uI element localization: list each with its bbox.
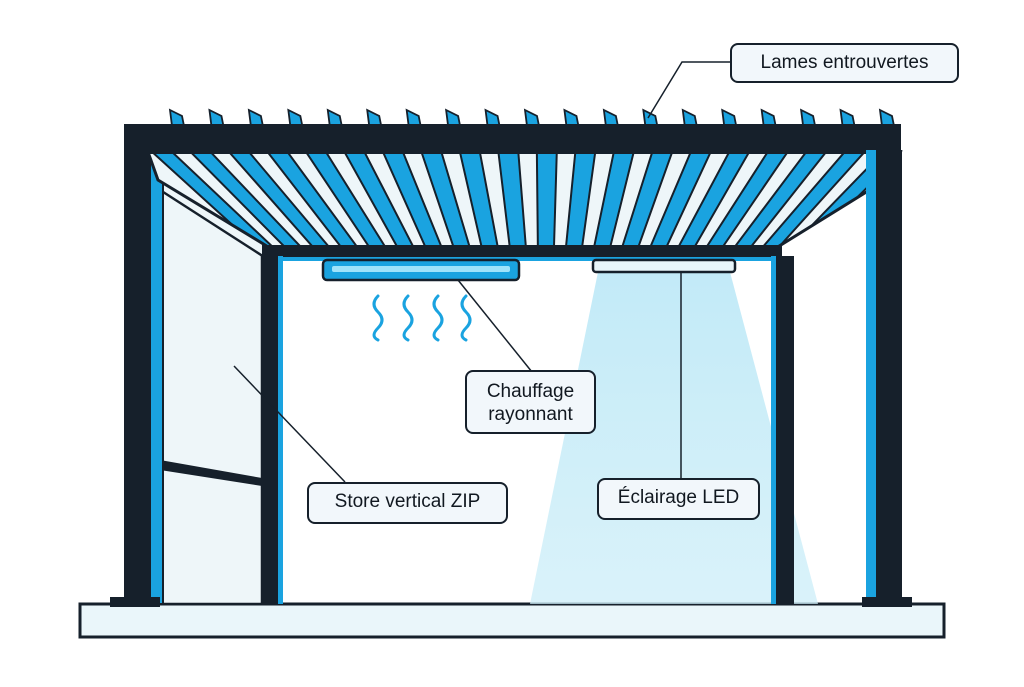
roof-slat (730, 152, 830, 248)
inner-beam (262, 245, 782, 259)
zip-vertical-blind (149, 159, 274, 606)
slat-tip (839, 108, 856, 127)
slat-tip (602, 108, 619, 127)
callout-radiant-heater: Chauffage rayonnant (465, 370, 596, 434)
callout-louvers-text: Lames entrouvertes (760, 52, 929, 73)
callout-led-text: Éclairage LED (617, 487, 740, 508)
roof-slat (458, 152, 500, 248)
callout-heater-line2: rayonnant (488, 404, 573, 425)
led-light-fixture (591, 258, 737, 274)
top-beam (124, 124, 901, 154)
slat-tip (800, 108, 817, 127)
roof-slat (592, 152, 636, 248)
slat-tip (247, 108, 264, 127)
leader-lines (233, 61, 730, 483)
slat-tip (484, 108, 501, 127)
slat-tip (721, 108, 738, 127)
roof-slat (564, 152, 597, 248)
roof-slat (186, 152, 307, 248)
slat-tip (287, 108, 304, 127)
slat-tips (168, 108, 896, 127)
radiant-heater (321, 258, 521, 282)
roof-slat (380, 152, 445, 248)
roof-slat (675, 152, 752, 248)
deck (78, 602, 946, 639)
slat-tip (523, 108, 541, 127)
roof-slat (264, 152, 362, 248)
roof-slat (341, 152, 417, 248)
slat-tip (760, 108, 777, 127)
roof-slat (647, 152, 714, 248)
led-light-beam (530, 272, 818, 604)
slat-tip (405, 108, 422, 127)
front-right-post (862, 150, 912, 607)
roof-slat (702, 152, 791, 248)
slat-tip (563, 108, 580, 127)
slat-tip (445, 108, 462, 127)
callout-louvers: Lames entrouvertes (730, 43, 959, 83)
slat-tip (366, 108, 383, 127)
slat-tip (326, 108, 343, 127)
roof-slat (497, 152, 528, 248)
back-left-post (262, 256, 283, 604)
callout-led-lighting: Éclairage LED (597, 478, 760, 520)
slat-tip (208, 108, 225, 127)
slat-tip (168, 108, 186, 127)
slat-tip (878, 108, 896, 127)
roof-slat (619, 152, 675, 248)
roof-slat (148, 152, 279, 248)
callout-heater-line1: Chauffage (486, 381, 575, 402)
slat-tip (642, 108, 659, 127)
roof-slat (535, 152, 558, 248)
front-left-post (110, 150, 160, 607)
roof-slat (419, 152, 472, 248)
heat-waves-icon (372, 294, 472, 342)
back-right-post (771, 256, 794, 604)
roof-slats (145, 150, 903, 250)
roof-slat (225, 152, 334, 248)
callout-zip-blind: Store vertical ZIP (307, 482, 508, 524)
roof-slat (758, 152, 869, 248)
slat-tip (681, 108, 698, 127)
roof-slat (302, 152, 389, 248)
callout-zip-blind-text: Store vertical ZIP (334, 491, 481, 512)
